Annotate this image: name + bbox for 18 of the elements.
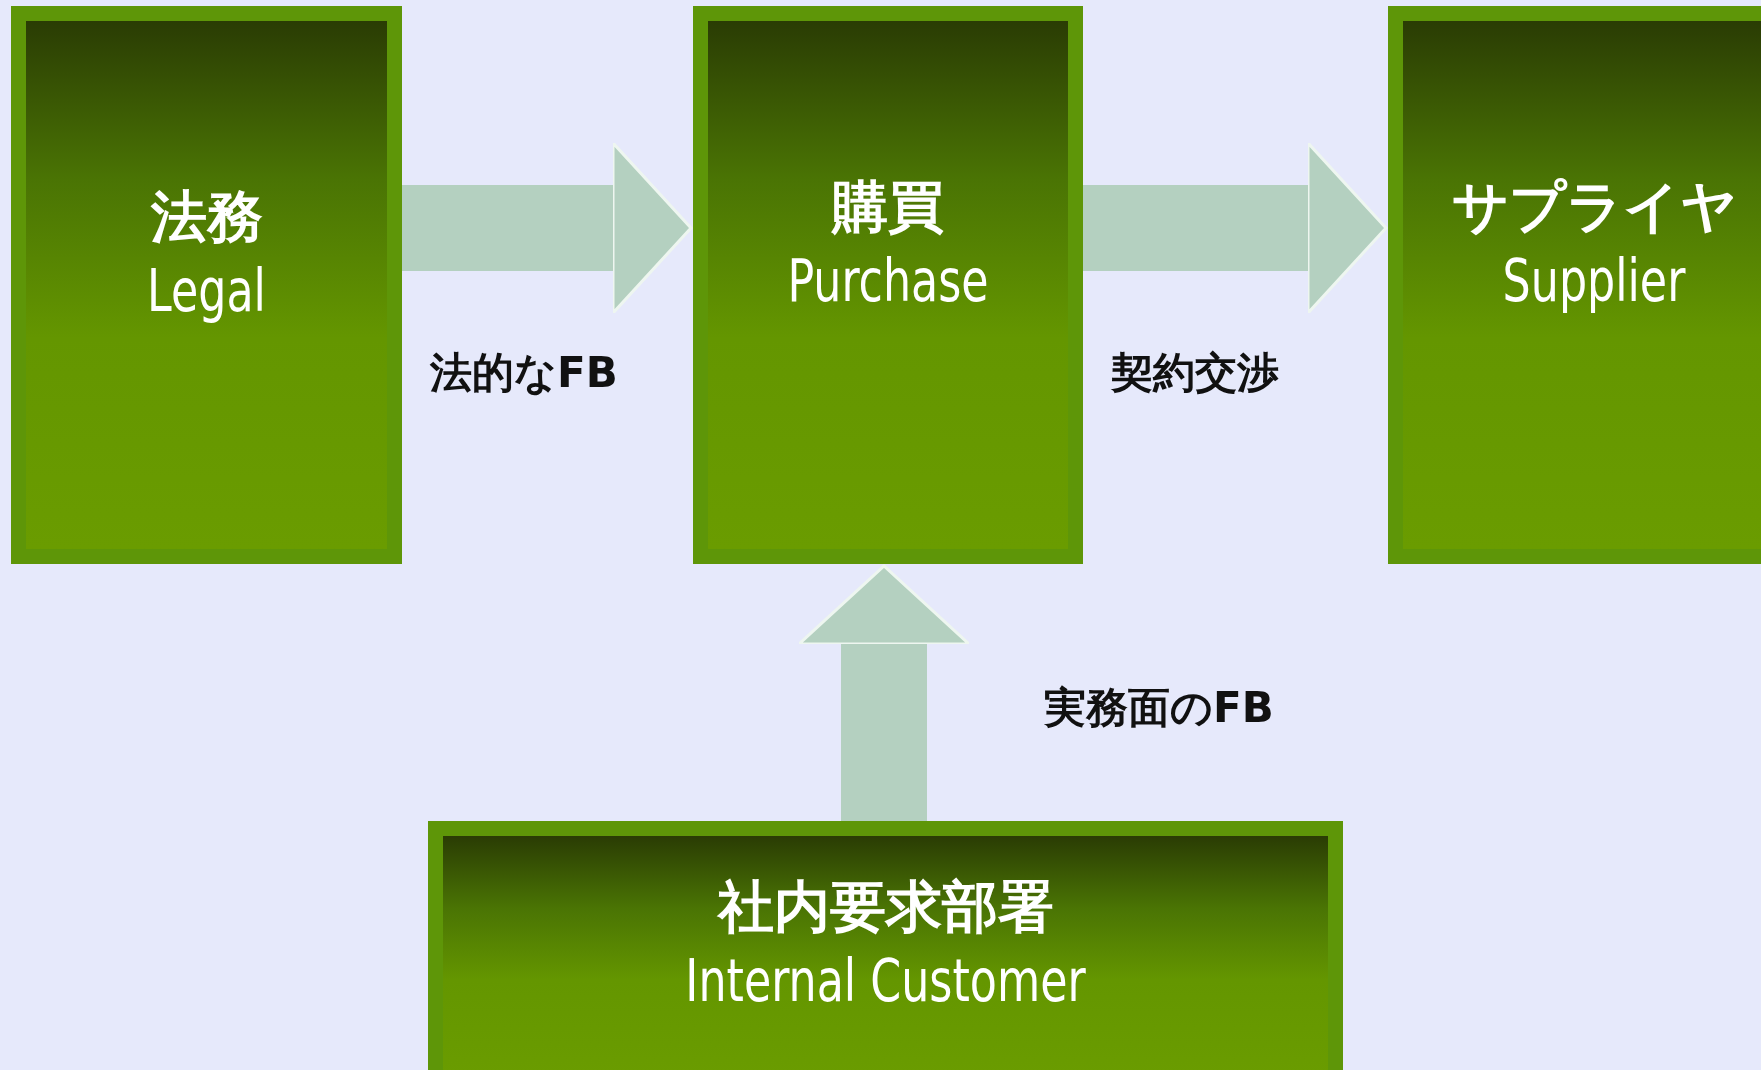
subtitle-text: Legal — [146, 256, 267, 327]
subtitle-text: Purchase — [786, 246, 990, 317]
block-arrow — [797, 564, 971, 821]
subtitle-text: Internal Customer — [684, 946, 1087, 1017]
edge-label: 契約交渉 — [1111, 348, 1279, 398]
edge-label: 実務面のFB — [1044, 682, 1274, 733]
block-arrow — [402, 141, 693, 315]
heading-text: 社内要求部署 — [716, 873, 1055, 941]
subtitle-text: Supplier — [1501, 246, 1687, 317]
process-box — [11, 6, 402, 564]
process-box — [1388, 6, 1761, 564]
edge-label: 法的なFB — [430, 348, 618, 398]
block-arrow — [1083, 141, 1388, 315]
process-box — [428, 821, 1343, 1070]
heading-text: サプライヤ — [1450, 173, 1738, 241]
process-box — [693, 6, 1083, 564]
heading-text: 購買 — [830, 173, 945, 241]
heading-text: 法務 — [149, 183, 264, 251]
